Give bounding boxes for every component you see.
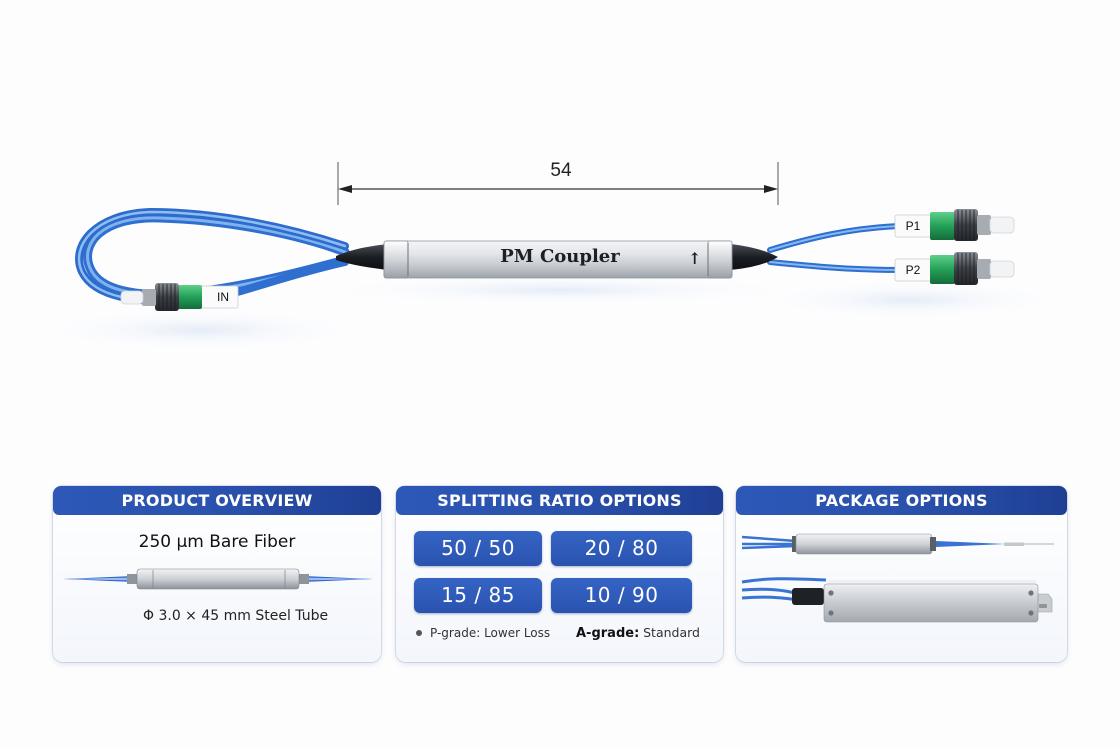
- product-overview-card: PRODUCT OVERVIEW 250 µm Bare Fiber Φ 3.0…: [53, 486, 381, 662]
- steel-tube-package: [741, 533, 1054, 555]
- splitting-ratio-title: SPLITTING RATIO OPTIONS: [396, 486, 723, 515]
- ratio-option-20-80[interactable]: 20 / 80: [551, 531, 692, 566]
- box-package: [741, 577, 1053, 623]
- device-label: PM Coupler: [500, 246, 620, 267]
- steel-tube-spec: Φ 3.0 × 45 mm Steel Tube: [143, 608, 329, 624]
- dimension-line: [337, 162, 779, 205]
- product-illustration: 54 PM Coupler ↑ IN P1 P2: [30, 160, 1070, 352]
- pm-coupler-drawing: [30, 162, 1070, 352]
- ratio-option-15-85[interactable]: 15 / 85: [414, 578, 542, 613]
- coupler-body: [383, 240, 733, 279]
- input-connector: [120, 283, 239, 311]
- port-label-p2: P2: [905, 263, 921, 277]
- a-grade-note: A-grade: Standard: [576, 625, 700, 641]
- output-fibers: [767, 223, 903, 273]
- package-images: [741, 533, 1054, 623]
- ratio-option-10-90[interactable]: 10 / 90: [551, 578, 692, 613]
- package-options-card: PACKAGE OPTIONS: [736, 486, 1067, 662]
- bullet-icon: [416, 629, 422, 636]
- p-grade-note: P-grade: Lower Loss: [416, 626, 550, 640]
- port-label-in: IN: [217, 290, 229, 304]
- a-grade-key: A-grade:: [576, 626, 640, 641]
- steel-tube-image: [63, 568, 373, 590]
- ratio-option-50-50[interactable]: 50 / 50: [414, 531, 542, 566]
- polarization-arrow-icon: ↑: [688, 249, 702, 268]
- product-overview-title: PRODUCT OVERVIEW: [53, 486, 381, 515]
- port-label-p1: P1: [905, 219, 921, 233]
- output-connector-p1: [894, 209, 1015, 241]
- package-options-title: PACKAGE OPTIONS: [736, 486, 1067, 515]
- a-grade-value: Standard: [643, 625, 700, 640]
- output-connector-p2: [894, 252, 1015, 285]
- bare-fiber-label: 250 µm Bare Fiber: [138, 532, 296, 552]
- dimension-label: 54: [550, 160, 572, 181]
- splitting-ratio-card: SPLITTING RATIO OPTIONS 50 / 50 20 / 80 …: [396, 486, 723, 662]
- p-grade-text: P-grade: Lower Loss: [430, 626, 551, 640]
